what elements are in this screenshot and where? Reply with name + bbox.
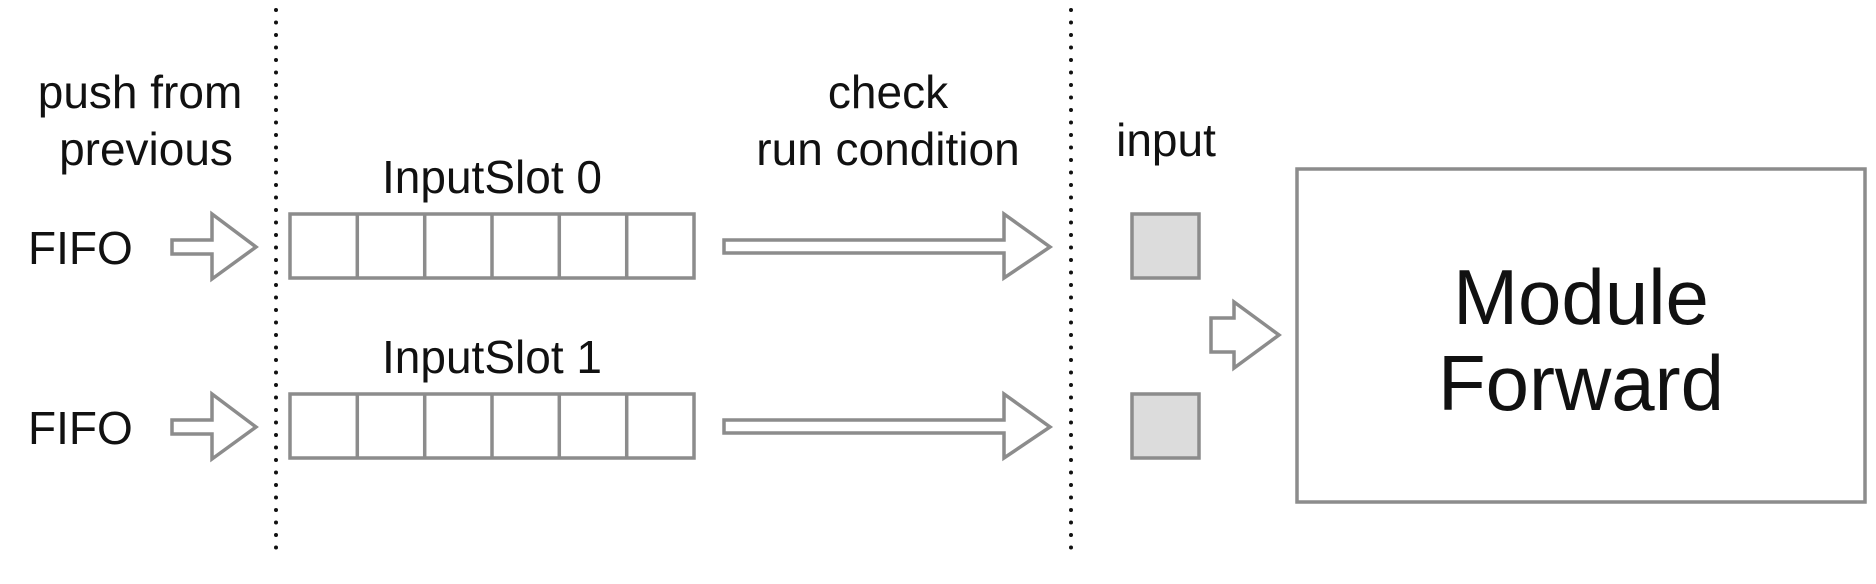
fifo-label-0: FIFO bbox=[28, 222, 133, 274]
fifo-label-1: FIFO bbox=[28, 402, 133, 454]
check-label-line2: run condition bbox=[756, 123, 1019, 175]
input-slot-1-queue bbox=[288, 392, 696, 460]
check-arrow-icon-1 bbox=[722, 390, 1054, 462]
forward-arrow-icon bbox=[1209, 298, 1282, 372]
input-label: input bbox=[1116, 114, 1216, 166]
module-forward-box bbox=[1295, 167, 1867, 504]
check-arrow-icon-0 bbox=[722, 210, 1054, 282]
slot-label-0: InputSlot 0 bbox=[382, 151, 602, 203]
module-label-line1: Module bbox=[1453, 253, 1709, 341]
push-arrow-icon-0 bbox=[170, 210, 259, 283]
module-label-line2: Forward bbox=[1438, 339, 1724, 427]
input-cell-1 bbox=[1130, 392, 1201, 460]
push-label-line1: push from bbox=[38, 66, 243, 118]
slot-label-1: InputSlot 1 bbox=[382, 331, 602, 383]
check-label-line1: check bbox=[828, 66, 949, 118]
push-label-line2: previous bbox=[59, 123, 233, 175]
input-cell-0 bbox=[1130, 212, 1201, 280]
push-arrow-icon-1 bbox=[170, 390, 259, 463]
input-slot-0-queue bbox=[288, 212, 696, 280]
